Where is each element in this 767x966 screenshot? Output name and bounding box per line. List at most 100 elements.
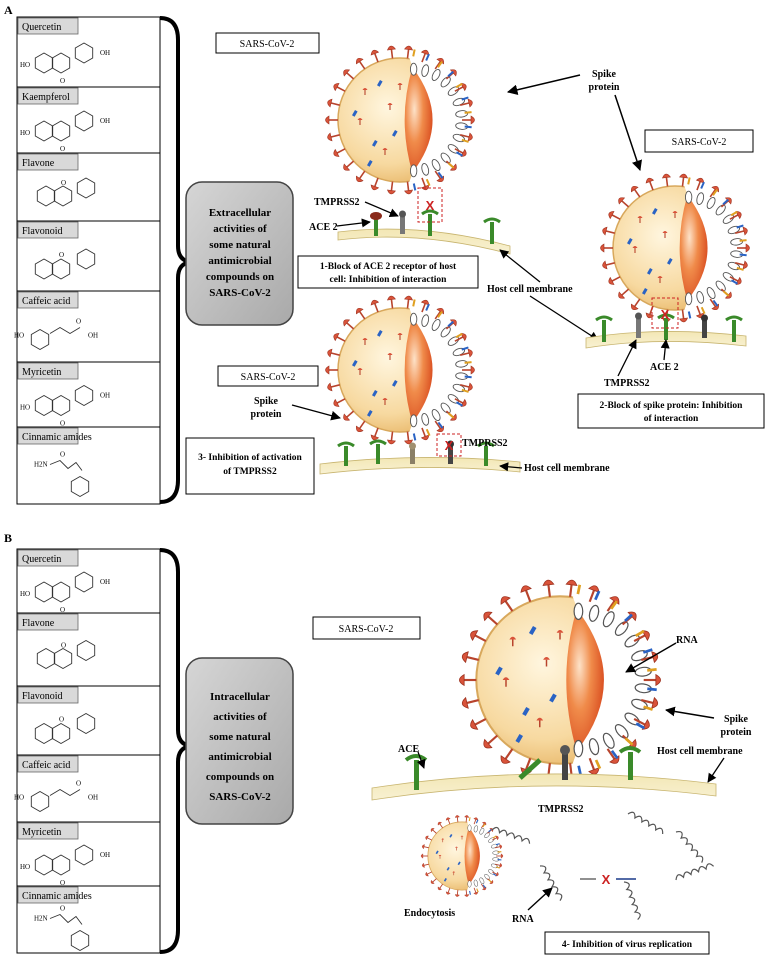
oxygen-label: O <box>60 606 65 614</box>
sars-label-box-a2 <box>644 129 754 153</box>
host-cell-membrane-label-b: Host cell membrane <box>657 746 743 757</box>
ring-b <box>74 110 94 132</box>
center-box-line: compounds on <box>206 771 274 783</box>
ring-c <box>53 185 73 207</box>
panel-b-compound-list: QuercetinHOOHOFlavoneOFlavonoidOCaffeic … <box>14 549 160 952</box>
compound-list-frame-b <box>16 548 161 954</box>
ring-c <box>51 258 71 280</box>
compound-label-box <box>17 755 79 773</box>
oxygen-label: O <box>61 642 66 650</box>
oxygen-label: O <box>76 318 81 326</box>
panel-a-label: A <box>4 3 13 17</box>
hydroxyl-label: HO <box>14 794 24 802</box>
panel-b-label: B <box>4 531 12 545</box>
rna-label-top: RNA <box>676 635 698 646</box>
ring <box>30 790 50 813</box>
oxygen-label: O <box>60 145 65 153</box>
oxygen-label: O <box>60 77 65 85</box>
sars-label-box-a1 <box>215 32 320 54</box>
compound-name: Kaempferol <box>22 92 70 103</box>
x-mark-a3: X <box>445 438 454 453</box>
center-box-line: SARS-CoV-2 <box>209 791 271 803</box>
compound-label-box <box>17 886 79 904</box>
oxygen-label: O <box>59 716 64 724</box>
hydroxyl-label: HO <box>14 332 24 340</box>
sars-label-box-b <box>312 616 421 640</box>
endocytosis-label: Endocytosis <box>404 908 455 919</box>
ring-c <box>51 581 71 603</box>
center-box-b <box>185 657 294 825</box>
compound-label-box <box>17 549 79 567</box>
ring-c <box>51 854 71 876</box>
center-box-line: Intracellular <box>210 691 270 703</box>
membrane-b <box>371 745 717 801</box>
compound-name: Flavone <box>22 158 55 169</box>
ace2-label-a1: ACE 2 <box>309 222 338 233</box>
ring-b <box>74 571 94 593</box>
virus-endocytosis <box>420 814 504 898</box>
ace-label-b: ACE <box>398 744 419 755</box>
arrow-spike-a2 <box>614 94 642 171</box>
oxygen-label: O <box>76 780 81 788</box>
center-box-a <box>185 181 294 326</box>
sars-label-b: SARS-CoV-2 <box>339 624 394 635</box>
compound-name: Myricetin <box>22 367 61 378</box>
box4-text: 4- Inhibition of virus replication <box>562 940 693 950</box>
x-mark-a1: X <box>426 198 435 213</box>
oxygen-label: O <box>59 251 64 259</box>
ring-a <box>34 52 54 74</box>
chemical-structure: OH O HO <box>14 780 98 813</box>
hydroxyl-label: HO <box>20 61 30 69</box>
arrow-ace-b <box>416 751 426 769</box>
receptor-ace2-a1 <box>421 209 501 244</box>
tmprss2-label-a3: TMPRSS2 <box>462 438 508 449</box>
ring-b <box>74 42 94 64</box>
rna-label-bottom: RNA <box>512 914 534 925</box>
hydroxyl-label: OH <box>100 392 110 400</box>
hydroxyl-label: OH <box>100 117 110 125</box>
sars-label-a1: SARS-CoV-2 <box>240 39 295 50</box>
tmprss2-label-a2: TMPRSS2 <box>604 378 650 389</box>
hydroxyl-label: OH <box>100 49 110 57</box>
box1-line2: cell: Inhibition of interaction <box>330 275 448 285</box>
box1-line1: 1-Block of ACE 2 receptor of host <box>320 262 457 272</box>
virus-a3 <box>324 294 476 446</box>
rna-fragments <box>491 809 715 921</box>
ring-b <box>76 639 96 662</box>
hydroxyl-label: OH <box>100 578 110 586</box>
center-box-line: compounds on <box>206 271 274 283</box>
ring-a <box>34 581 54 603</box>
center-box-line: some natural <box>209 239 270 251</box>
compound-label-box <box>17 87 79 105</box>
box2-line2: of interaction <box>644 414 699 424</box>
ring-a <box>34 258 54 280</box>
hydroxyl-label: HO <box>20 129 30 137</box>
arrow-spike-a3 <box>291 404 341 421</box>
hydroxyl-label: OH <box>100 851 110 859</box>
box3 <box>185 437 315 495</box>
compound-name: Flavone <box>22 618 55 629</box>
ring <box>70 929 90 952</box>
center-box-line: Extracellular <box>209 207 271 219</box>
x-box-a1 <box>417 187 443 223</box>
oxygen-label: O <box>61 179 66 187</box>
center-box-line: antimicrobial <box>208 751 271 763</box>
arrow-ace2-a1 <box>336 218 371 228</box>
ring-a <box>34 394 54 417</box>
virus-a2 <box>599 172 751 324</box>
box3-line2: of TMPRSS2 <box>223 467 277 477</box>
hydroxyl-label: OH <box>88 794 98 802</box>
ring-c <box>51 52 71 74</box>
arrow-membrane-b <box>707 757 725 783</box>
ace2-bound-a1 <box>370 212 382 236</box>
sars-label-a3: SARS-CoV-2 <box>241 372 296 383</box>
arrow-ace2-a2 <box>660 339 670 361</box>
sars-label-box-a3 <box>217 365 319 387</box>
center-box-line: activities of <box>213 711 267 723</box>
arrow-membrane-a1 <box>499 249 541 283</box>
